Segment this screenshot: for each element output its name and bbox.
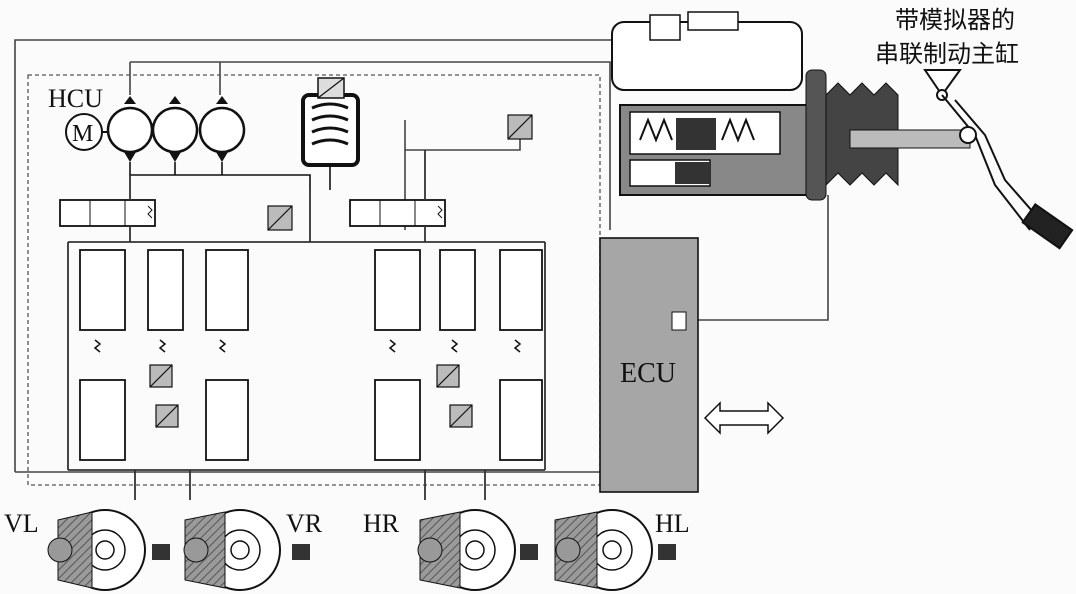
brake-pedal-icon [923,69,1074,250]
master-cylinder-label-line2: 串联制动主缸 [875,40,1019,68]
modulation-valves [79,249,543,461]
master-cylinder-label-line1: 带模拟器的 [895,6,1015,34]
ecu-label: ECU [620,358,676,389]
hydraulic-lines [67,150,546,500]
wheel-brake-hr [417,509,538,591]
wheel-label-vl: VL [4,509,39,538]
wheel-label-vr: VR [286,509,323,538]
isolation-valves [59,199,446,227]
ecu-box [599,237,699,493]
pump-icon [106,96,246,162]
motor-label: M [72,121,93,147]
wheel-label-hl: HL [655,509,690,538]
pump-unit [65,96,311,190]
valve-springs [93,339,522,353]
wheel-brake-vl [47,509,170,591]
ecu-connector-icon [671,311,687,331]
accumulator-icon [301,77,360,190]
master-cylinder-icon [611,11,971,201]
hcu-label: HCU [48,84,103,113]
wheel-brake-hl [554,509,676,591]
bidirectional-arrow-icon [703,401,785,435]
pressure-sensor-icons [149,114,533,428]
wheel-label-hr: HR [363,509,400,538]
wheel-brake-vr [183,509,310,591]
